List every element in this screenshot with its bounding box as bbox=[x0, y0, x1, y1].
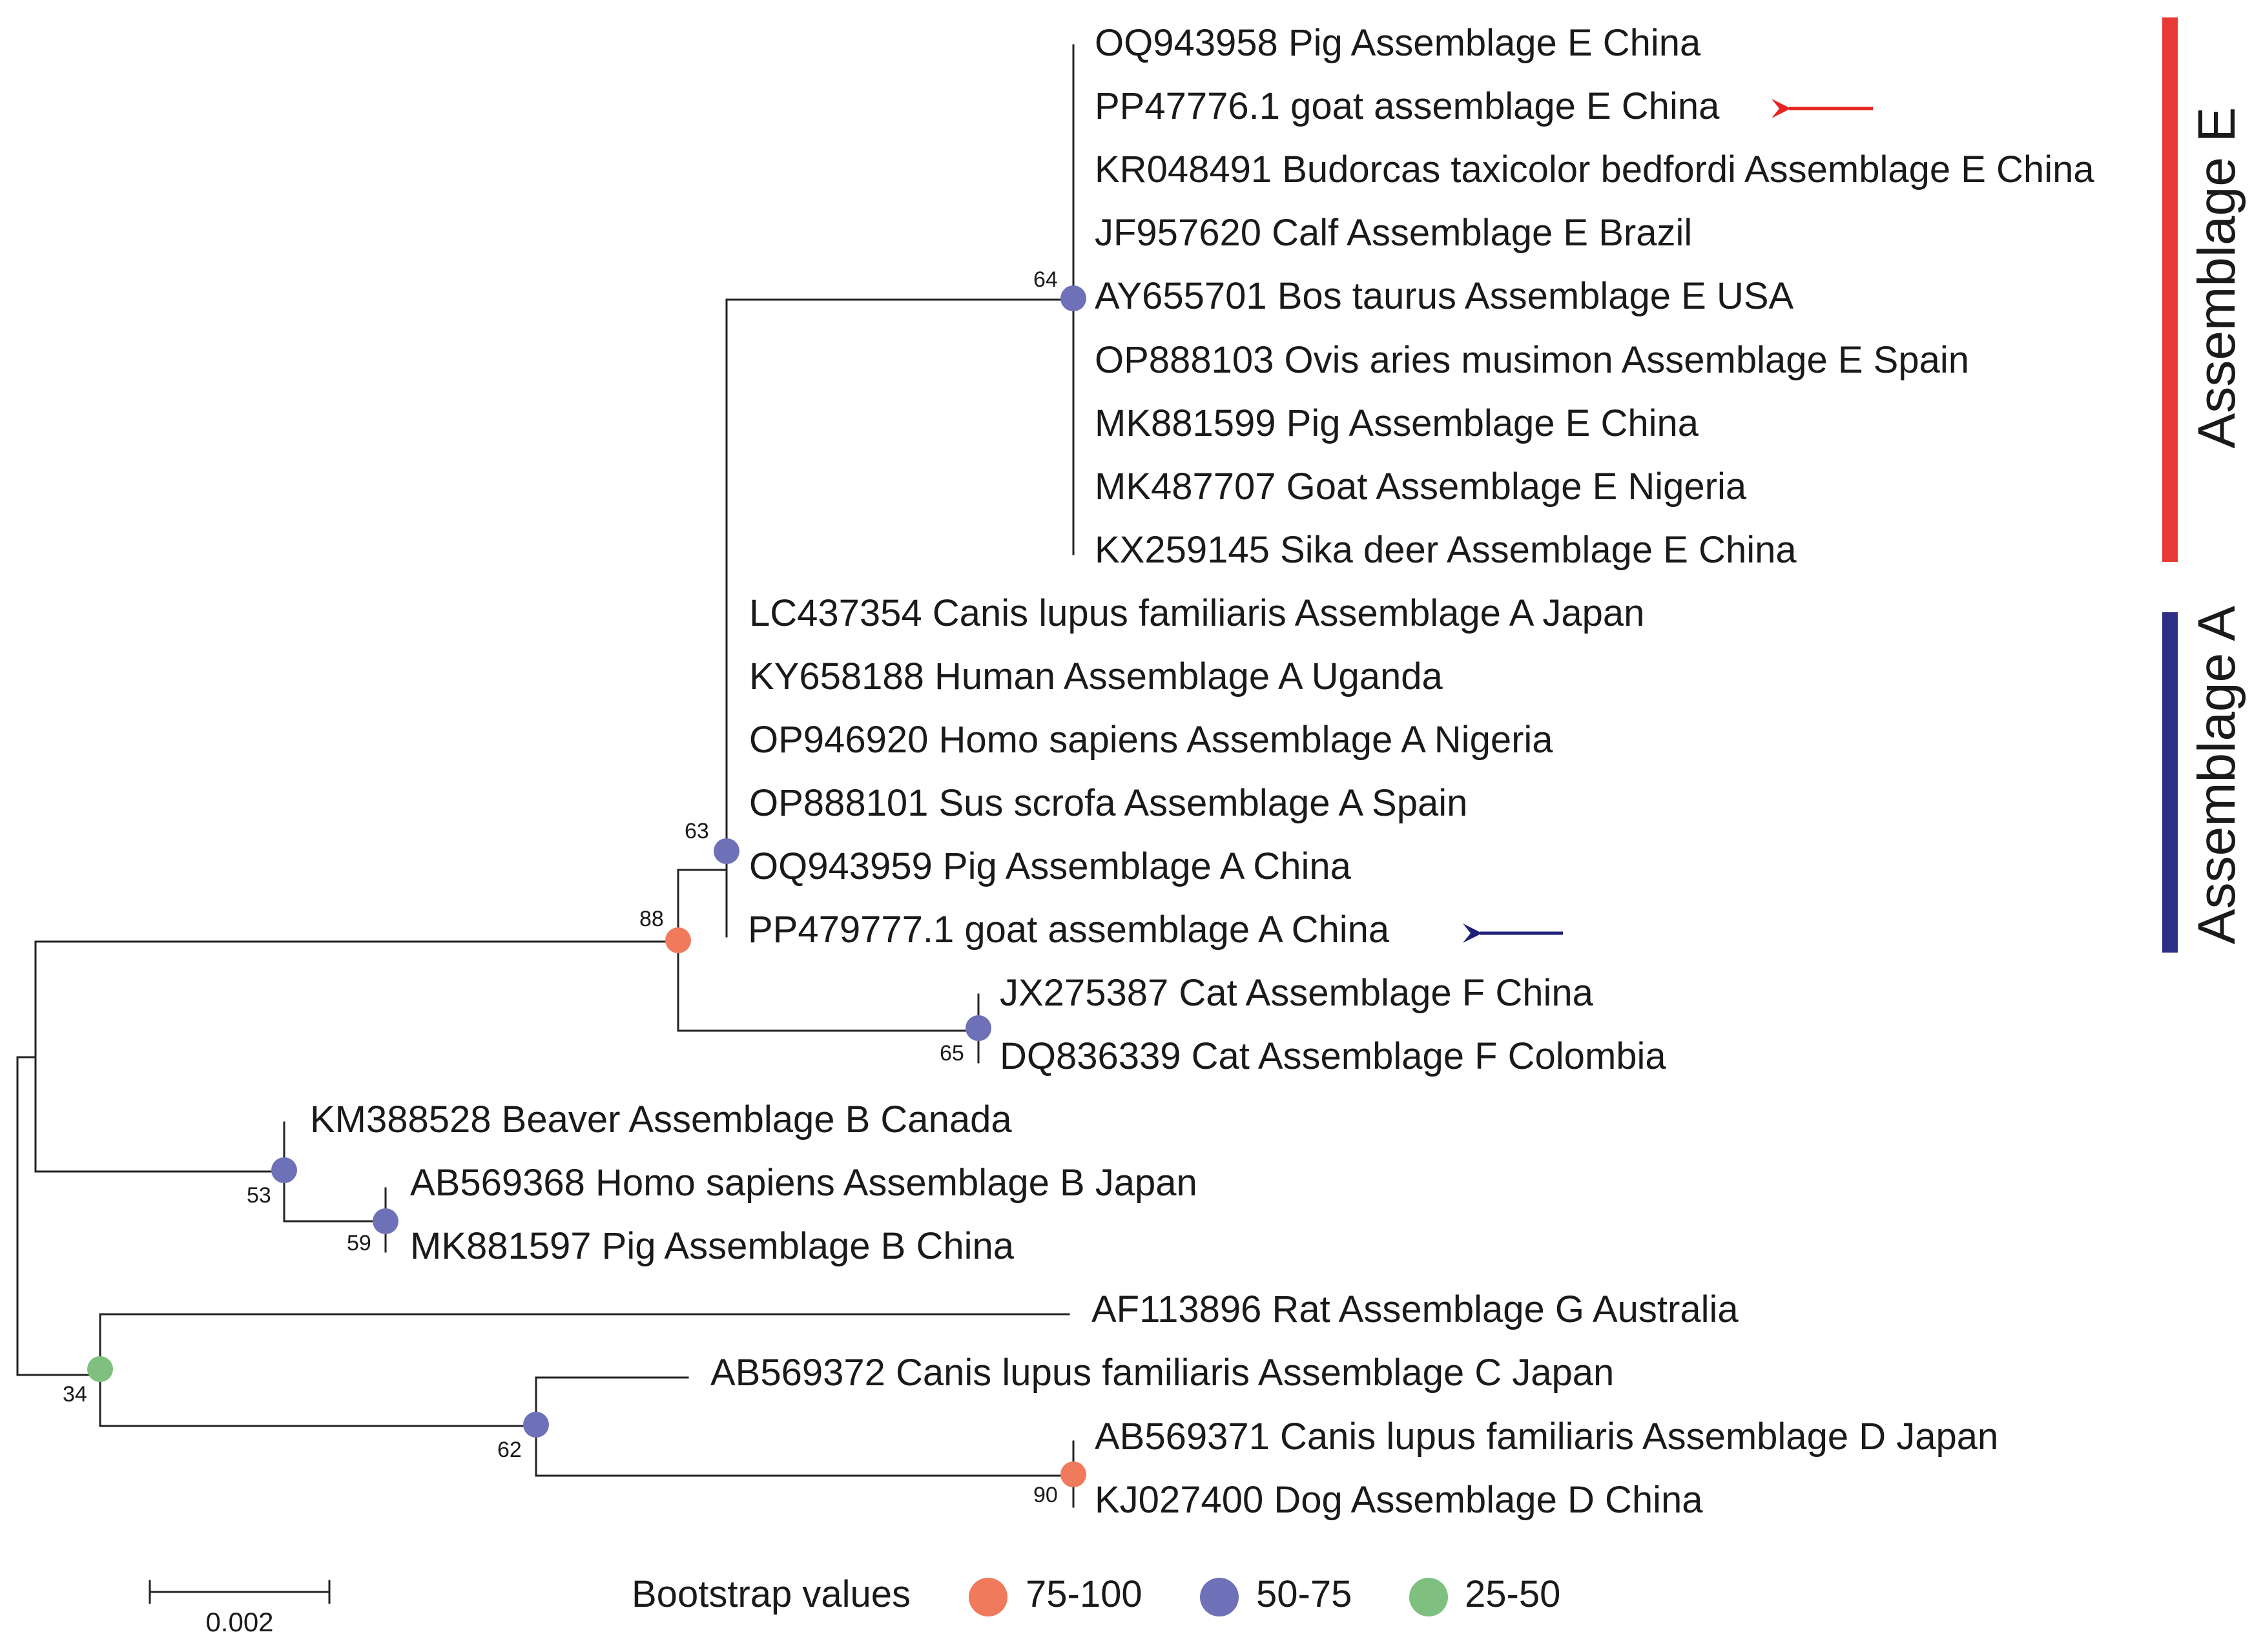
scale-bar-line bbox=[149, 1580, 331, 1604]
leaf-label: MK881597 Pig Assemblage B China bbox=[410, 1225, 1015, 1267]
legend: Bootstrap values 75-100 50-75 25-50 bbox=[632, 1573, 1560, 1616]
leaf-label: AB569368 Homo sapiens Assemblage B Japan bbox=[410, 1162, 1197, 1204]
leaf-label: OP946920 Homo sapiens Assemblage A Niger… bbox=[749, 719, 1553, 761]
leaf-label: AF113896 Rat Assemblage G Australia bbox=[1091, 1288, 1739, 1330]
leaf-label: PP479777.1 goat assemblage A China bbox=[748, 909, 1390, 951]
support-value-f: 65 bbox=[940, 1041, 964, 1066]
support-value-a: 63 bbox=[685, 819, 709, 843]
leaf-label: OP888101 Sus scrofa Assemblage A Spain bbox=[749, 782, 1467, 824]
clade-label-e: Assemblage E bbox=[2187, 107, 2246, 449]
legend-swatch-high bbox=[969, 1578, 1008, 1616]
scale-bar-label: 0.002 bbox=[205, 1607, 273, 1637]
support-value-b: 53 bbox=[247, 1183, 271, 1208]
support-value-d: 90 bbox=[1033, 1483, 1058, 1507]
node-marker-f bbox=[966, 1015, 991, 1041]
leaf-label: AB569372 Canis lupus familiaris Assembla… bbox=[710, 1352, 1614, 1394]
tree-branches bbox=[16, 44, 1075, 1508]
support-value-cd: 62 bbox=[497, 1438, 522, 1462]
support-values: 64 63 65 88 59 53 62 90 34 bbox=[63, 267, 1058, 1507]
node-marker-gcd bbox=[87, 1356, 113, 1382]
leaf-label: OQ943959 Pig Assemblage A China bbox=[749, 845, 1352, 887]
leaf-label: DQ836339 Cat Assemblage F Colombia bbox=[1000, 1035, 1666, 1077]
leaf-label: KJ027400 Dog Assemblage D China bbox=[1095, 1479, 1703, 1521]
leaf-label: PP47776.1 goat assemblage E China bbox=[1095, 85, 1720, 127]
legend-label-low: 25-50 bbox=[1465, 1573, 1560, 1615]
leaf-label: KR048491 Budorcas taxicolor bedfordi Ass… bbox=[1095, 149, 2094, 191]
support-value-b-inner: 59 bbox=[347, 1231, 371, 1255]
support-value-gcd: 34 bbox=[63, 1382, 87, 1407]
leaf-label: KY658188 Human Assemblage A Uganda bbox=[749, 656, 1443, 697]
support-value-e: 64 bbox=[1033, 267, 1058, 292]
support-value-eaf: 88 bbox=[639, 907, 664, 931]
leaf-label: KM388528 Beaver Assemblage B Canada bbox=[310, 1099, 1012, 1141]
clade-bar-e bbox=[2162, 17, 2178, 562]
leaf-label: MK881599 Pig Assemblage E China bbox=[1095, 402, 1699, 444]
leaf-label: OP888103 Ovis aries musimon Assemblage E… bbox=[1095, 339, 1969, 381]
clade-annotations: Assemblage E Assemblage A bbox=[2162, 17, 2246, 953]
node-marker-b bbox=[271, 1157, 297, 1183]
clade-bar-a bbox=[2162, 612, 2178, 953]
node-marker-e bbox=[1060, 285, 1086, 311]
leaf-labels: OQ943958 Pig Assemblage E China PP47776.… bbox=[310, 22, 2094, 1521]
leaf-label: AB569371 Canis lupus familiaris Assembla… bbox=[1095, 1416, 1998, 1458]
leaf-label: JX275387 Cat Assemblage F China bbox=[1000, 972, 1594, 1014]
leaf-label: JF957620 Calf Assemblage E Brazil bbox=[1095, 212, 1692, 254]
leaf-label: OQ943958 Pig Assemblage E China bbox=[1095, 22, 1701, 64]
clade-label-a: Assemblage A bbox=[2187, 606, 2246, 944]
legend-label-high: 75-100 bbox=[1026, 1573, 1142, 1615]
highlight-arrows bbox=[1463, 99, 1873, 943]
node-markers bbox=[87, 285, 1086, 1487]
node-marker-b-inner bbox=[373, 1208, 398, 1234]
leaf-label: KX259145 Sika deer Assemblage E China bbox=[1095, 529, 1797, 571]
legend-title: Bootstrap values bbox=[632, 1573, 911, 1615]
legend-label-mid: 50-75 bbox=[1256, 1573, 1352, 1615]
leaf-label: AY655701 Bos taurus Assemblage E USA bbox=[1095, 275, 1794, 317]
node-marker-a bbox=[714, 838, 739, 864]
node-marker-eaf bbox=[665, 927, 691, 953]
leaf-label: MK487707 Goat Assemblage E Nigeria bbox=[1095, 466, 1747, 508]
legend-swatch-low bbox=[1409, 1578, 1448, 1616]
legend-swatch-mid bbox=[1200, 1578, 1239, 1616]
node-marker-cd bbox=[523, 1412, 549, 1438]
scale-bar: 0.002 bbox=[149, 1580, 331, 1637]
leaf-label: LC437354 Canis lupus familiaris Assembla… bbox=[749, 592, 1644, 634]
node-marker-d bbox=[1060, 1461, 1086, 1487]
